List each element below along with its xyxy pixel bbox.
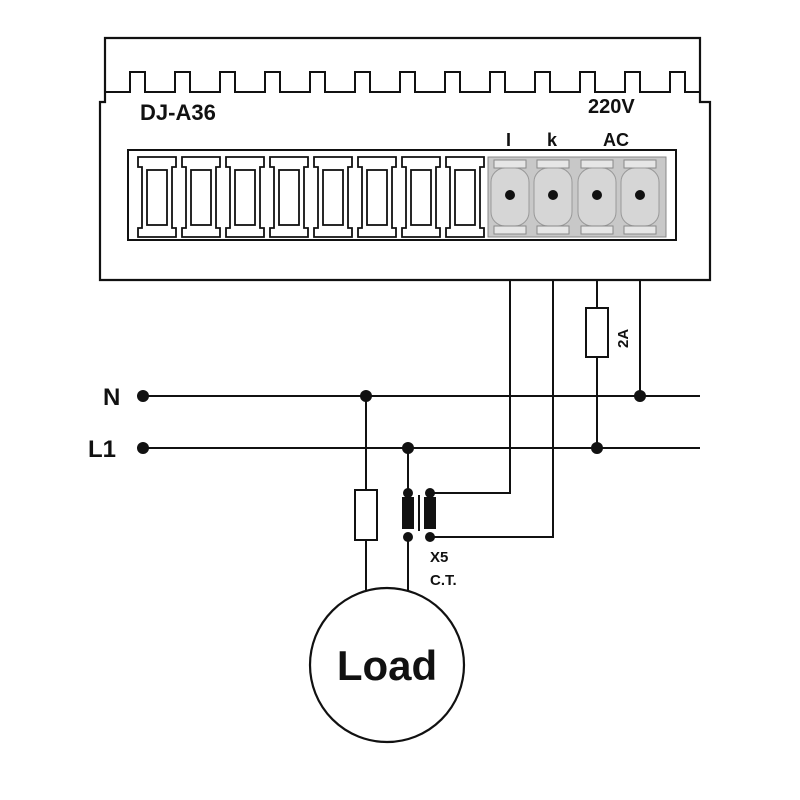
terminal-label-k: k — [547, 130, 558, 150]
junction-dot — [402, 442, 414, 454]
junction-dot — [360, 390, 372, 402]
empty-terminal-slot — [181, 156, 221, 238]
terminal-screw — [490, 159, 530, 235]
empty-terminal-slots — [137, 156, 485, 238]
wiring — [143, 280, 700, 590]
device-voltage-label: 220V — [588, 96, 635, 118]
terminal-screw — [620, 159, 660, 235]
junction-dot — [634, 390, 646, 402]
ct-name-label: C.T. — [430, 572, 457, 589]
junction-dots — [137, 390, 646, 454]
empty-terminal-slot — [357, 156, 397, 238]
terminal-screw — [533, 159, 573, 235]
load-label: Load — [337, 642, 437, 689]
fuse-2a — [585, 307, 609, 358]
wire-terminal-i — [430, 280, 511, 494]
terminal-screw — [577, 159, 617, 235]
load-circle — [308, 586, 466, 744]
terminal-label-ac: AC — [603, 130, 629, 150]
empty-terminal-slot — [225, 156, 265, 238]
load-fuse — [354, 489, 378, 541]
junction-dot — [137, 442, 149, 454]
empty-terminal-slot — [445, 156, 485, 238]
junction-dot — [591, 442, 603, 454]
phase-line-label: L1 — [88, 436, 116, 463]
terminal-label-i: I — [506, 130, 511, 150]
fuse-rating-label: 2A — [615, 329, 632, 348]
neutral-line-label: N — [103, 384, 120, 411]
wire-terminal-k — [430, 280, 554, 538]
empty-terminal-slot — [401, 156, 441, 238]
current-transformer — [402, 488, 436, 542]
empty-terminal-slot — [269, 156, 309, 238]
empty-terminal-slot — [313, 156, 353, 238]
empty-terminal-slot — [137, 156, 177, 238]
junction-dot — [137, 390, 149, 402]
device-model-label: DJ-A36 — [140, 100, 216, 125]
active-terminals — [490, 159, 660, 235]
ct-ratio-label: X5 — [430, 549, 448, 566]
housing-vent-comb — [105, 71, 700, 93]
